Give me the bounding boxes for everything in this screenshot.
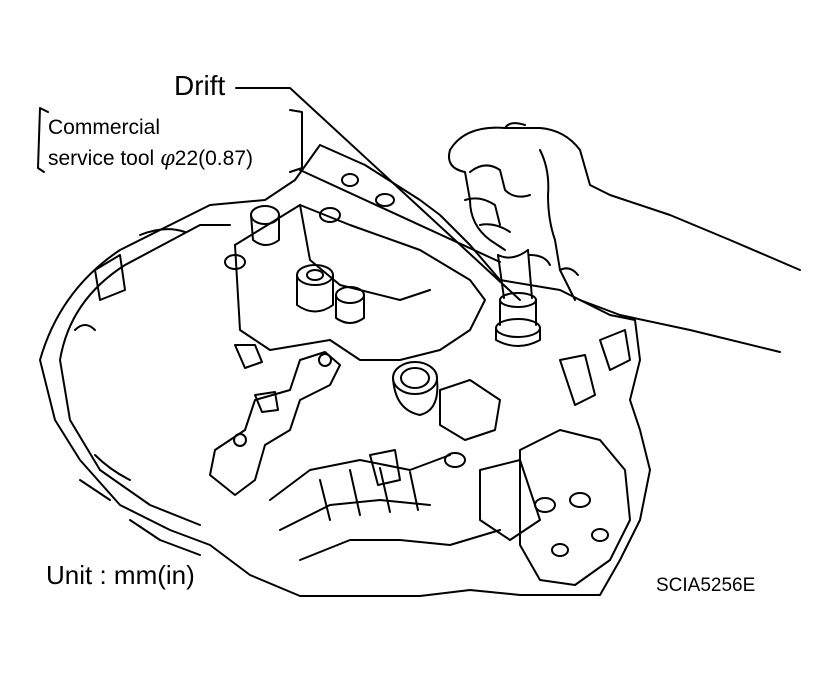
hand-arm [448, 122, 801, 353]
bore-opening [392, 361, 438, 395]
label-bracket-right [289, 109, 303, 173]
label-bracket-left [37, 107, 49, 173]
unit-label: Unit : mm(in) [46, 560, 195, 590]
figure-id: SCIA5256E [656, 575, 756, 596]
drift-tool [495, 249, 541, 347]
central-ridge [234, 204, 486, 361]
case-flange [59, 224, 231, 526]
transaxle-case-outline [39, 144, 651, 597]
drift-label: Drift [174, 70, 226, 101]
commercial-tool-label-line2: service tool φ22(0.87) [48, 146, 253, 171]
tool-leader [299, 169, 501, 263]
commercial-tool-label-line1: Commercial [48, 116, 161, 139]
diameter-symbol: φ [160, 146, 175, 170]
bracket [209, 351, 341, 496]
right-flange [519, 429, 631, 586]
tool-label-prefix: service tool [48, 147, 155, 170]
tool-diameter-value: 22(0.87) [174, 147, 253, 170]
drift-leader [235, 87, 521, 301]
